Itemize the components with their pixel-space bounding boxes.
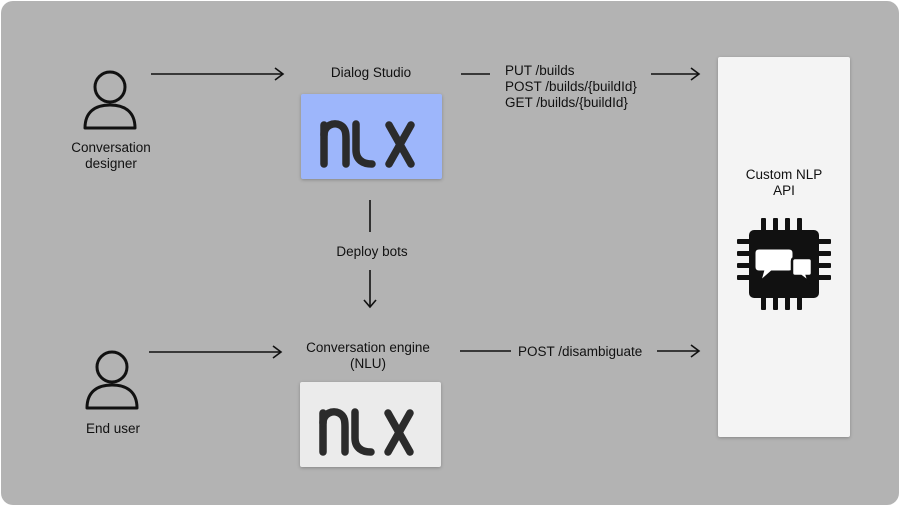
studio-builds-line — [461, 73, 490, 75]
disambiguate-arrow — [657, 344, 701, 358]
engine-disambiguate-line — [460, 350, 511, 352]
disambiguate-label: POST /disambiguate — [518, 344, 643, 359]
end-user-label: End user — [85, 421, 141, 436]
user-to-engine-arrow — [149, 345, 283, 359]
conversation-engine-label-line2: (NLU) — [350, 356, 386, 371]
custom-nlp-label-line1: Custom NLP — [745, 167, 823, 182]
deploy-arrow-lower — [363, 270, 377, 309]
designer-to-studio-arrow — [151, 67, 285, 81]
nlx-logo — [320, 120, 415, 168]
custom-nlp-label-line2: API — [773, 183, 795, 198]
builds-post-label: POST /builds/{buildId} — [505, 79, 637, 94]
designer-user-icon — [83, 70, 137, 130]
end-user-icon — [85, 350, 139, 410]
builds-put-label: PUT /builds — [505, 63, 575, 78]
nlx-logo — [319, 408, 414, 456]
builds-arrow — [651, 67, 701, 81]
dialog-studio-logo — [301, 94, 442, 179]
deploy-bots-label: Deploy bots — [336, 244, 408, 259]
builds-get-label: GET /builds/{buildId} — [505, 95, 628, 110]
conversation-engine-label-line1: Conversation engine — [306, 340, 430, 355]
conversation-engine-logo — [300, 382, 441, 467]
designer-label-line2: designer — [85, 156, 137, 171]
designer-label-line1: Conversation — [71, 140, 151, 155]
chip-chat-icon — [737, 218, 831, 310]
deploy-arrow-upper — [369, 200, 371, 232]
dialog-studio-label: Dialog Studio — [330, 65, 412, 80]
